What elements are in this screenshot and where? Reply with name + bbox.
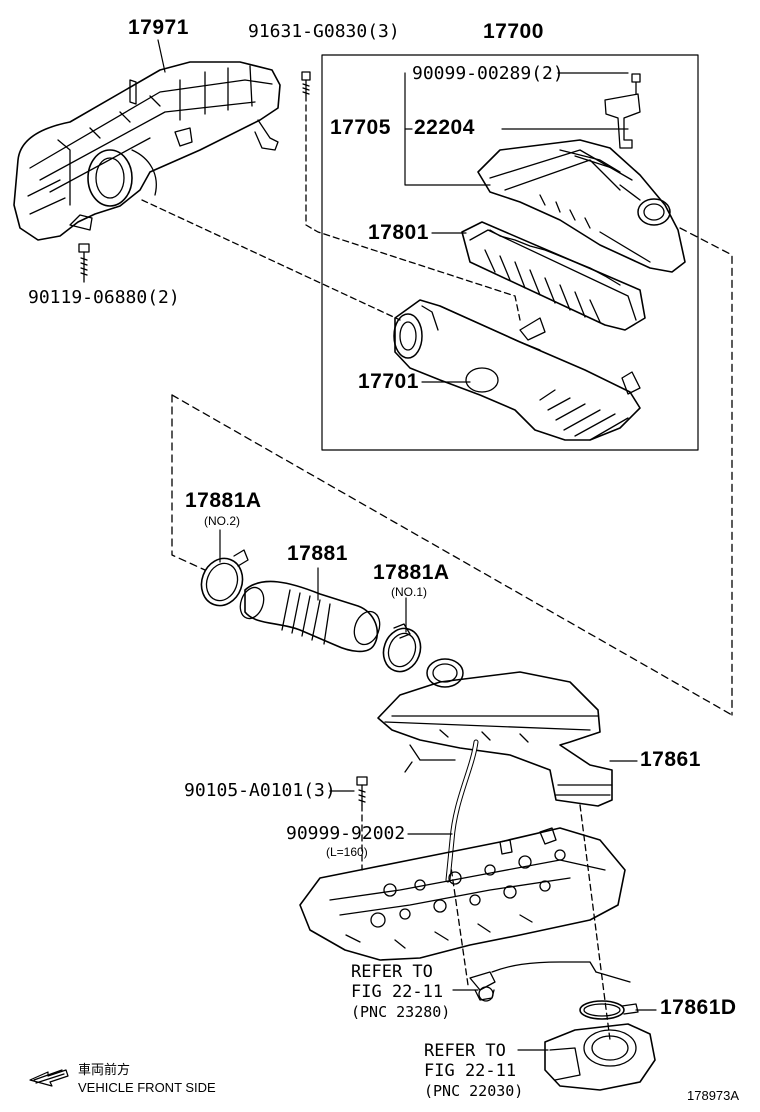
part-label-17881A-no2: 17881A [185,489,262,512]
dashed-box-left [171,394,206,571]
part-label-17881A-no1: 17881A [373,561,450,584]
filter-element-17801 [461,221,646,331]
assembly-box-17700 [321,54,699,451]
intake-manifold [299,827,626,961]
leader-lines [157,39,657,1051]
part-label-22204: 22204 [414,116,475,139]
intake-assembly-17861 [377,658,613,807]
part-note-length: (L=160) [326,845,368,859]
refer-text-2-line2: FIG 22-11 [424,1061,517,1081]
diagram-id: 178973A [687,1088,740,1103]
part-label-90119: 90119-06880(2) [28,287,180,308]
part-label-90999-92002: 90999-92002 [286,823,406,844]
vehicle-front-en: VEHICLE FRONT SIDE [78,1080,216,1095]
air-cleaner-case-17701 [393,299,641,441]
airflow-sensor-22204 [604,73,641,149]
dashed-right-vertical [679,227,733,716]
leader-91631-dashed [305,94,521,321]
part-label-17861: 17861 [640,748,701,771]
part-label-90105: 90105-A0101(3) [184,780,336,801]
hose-clamp-17861D [579,1000,639,1020]
sensor-harness-23280 [469,961,631,1002]
intake-hose-17881 [239,580,381,653]
refer-text-1-line2: FIG 22-11 [351,982,444,1002]
part-label-17705: 17705 [330,116,391,139]
part-label-17971: 17971 [128,16,189,39]
dashed-duct-to-17701 [141,199,401,321]
front-direction-arrow-icon [29,1069,69,1087]
part-label-91631: 91631-G0830(3) [248,21,400,42]
dashed-17861-to-throttle [579,804,611,1041]
air-cleaner-cap-17705 [477,139,686,273]
dashed-hose-down [449,859,469,986]
bolt-90119 [78,243,90,283]
part-label-90099-00289: 90099-00289(2) [412,63,564,84]
hose-clamp-no2 [200,549,249,607]
part-label-17700: 17700 [483,20,544,43]
part-label-17701: 17701 [358,370,419,393]
intake-duct-17971 [13,61,281,241]
part-label-17861D: 17861D [660,996,737,1019]
hose-clamp-no1 [382,623,422,673]
refer-text-2-line3: (PNC 22030) [424,1082,524,1100]
part-label-17881: 17881 [287,542,348,565]
part-label-17801: 17801 [368,221,429,244]
dashed-box-diagonal [171,394,733,716]
bolt-90105 [356,776,368,806]
refer-text-2-line1: REFER TO [424,1041,506,1061]
bolt-91631 [301,71,311,96]
part-note-no1: (NO.1) [391,585,427,599]
vehicle-front-jp: 車両前方 [78,1062,131,1077]
refer-text-1-line1: REFER TO [351,962,433,982]
throttle-body-22030 [544,1023,656,1091]
refer-text-1-line3: (PNC 23280) [351,1003,451,1021]
part-note-no2: (NO.2) [204,514,240,528]
